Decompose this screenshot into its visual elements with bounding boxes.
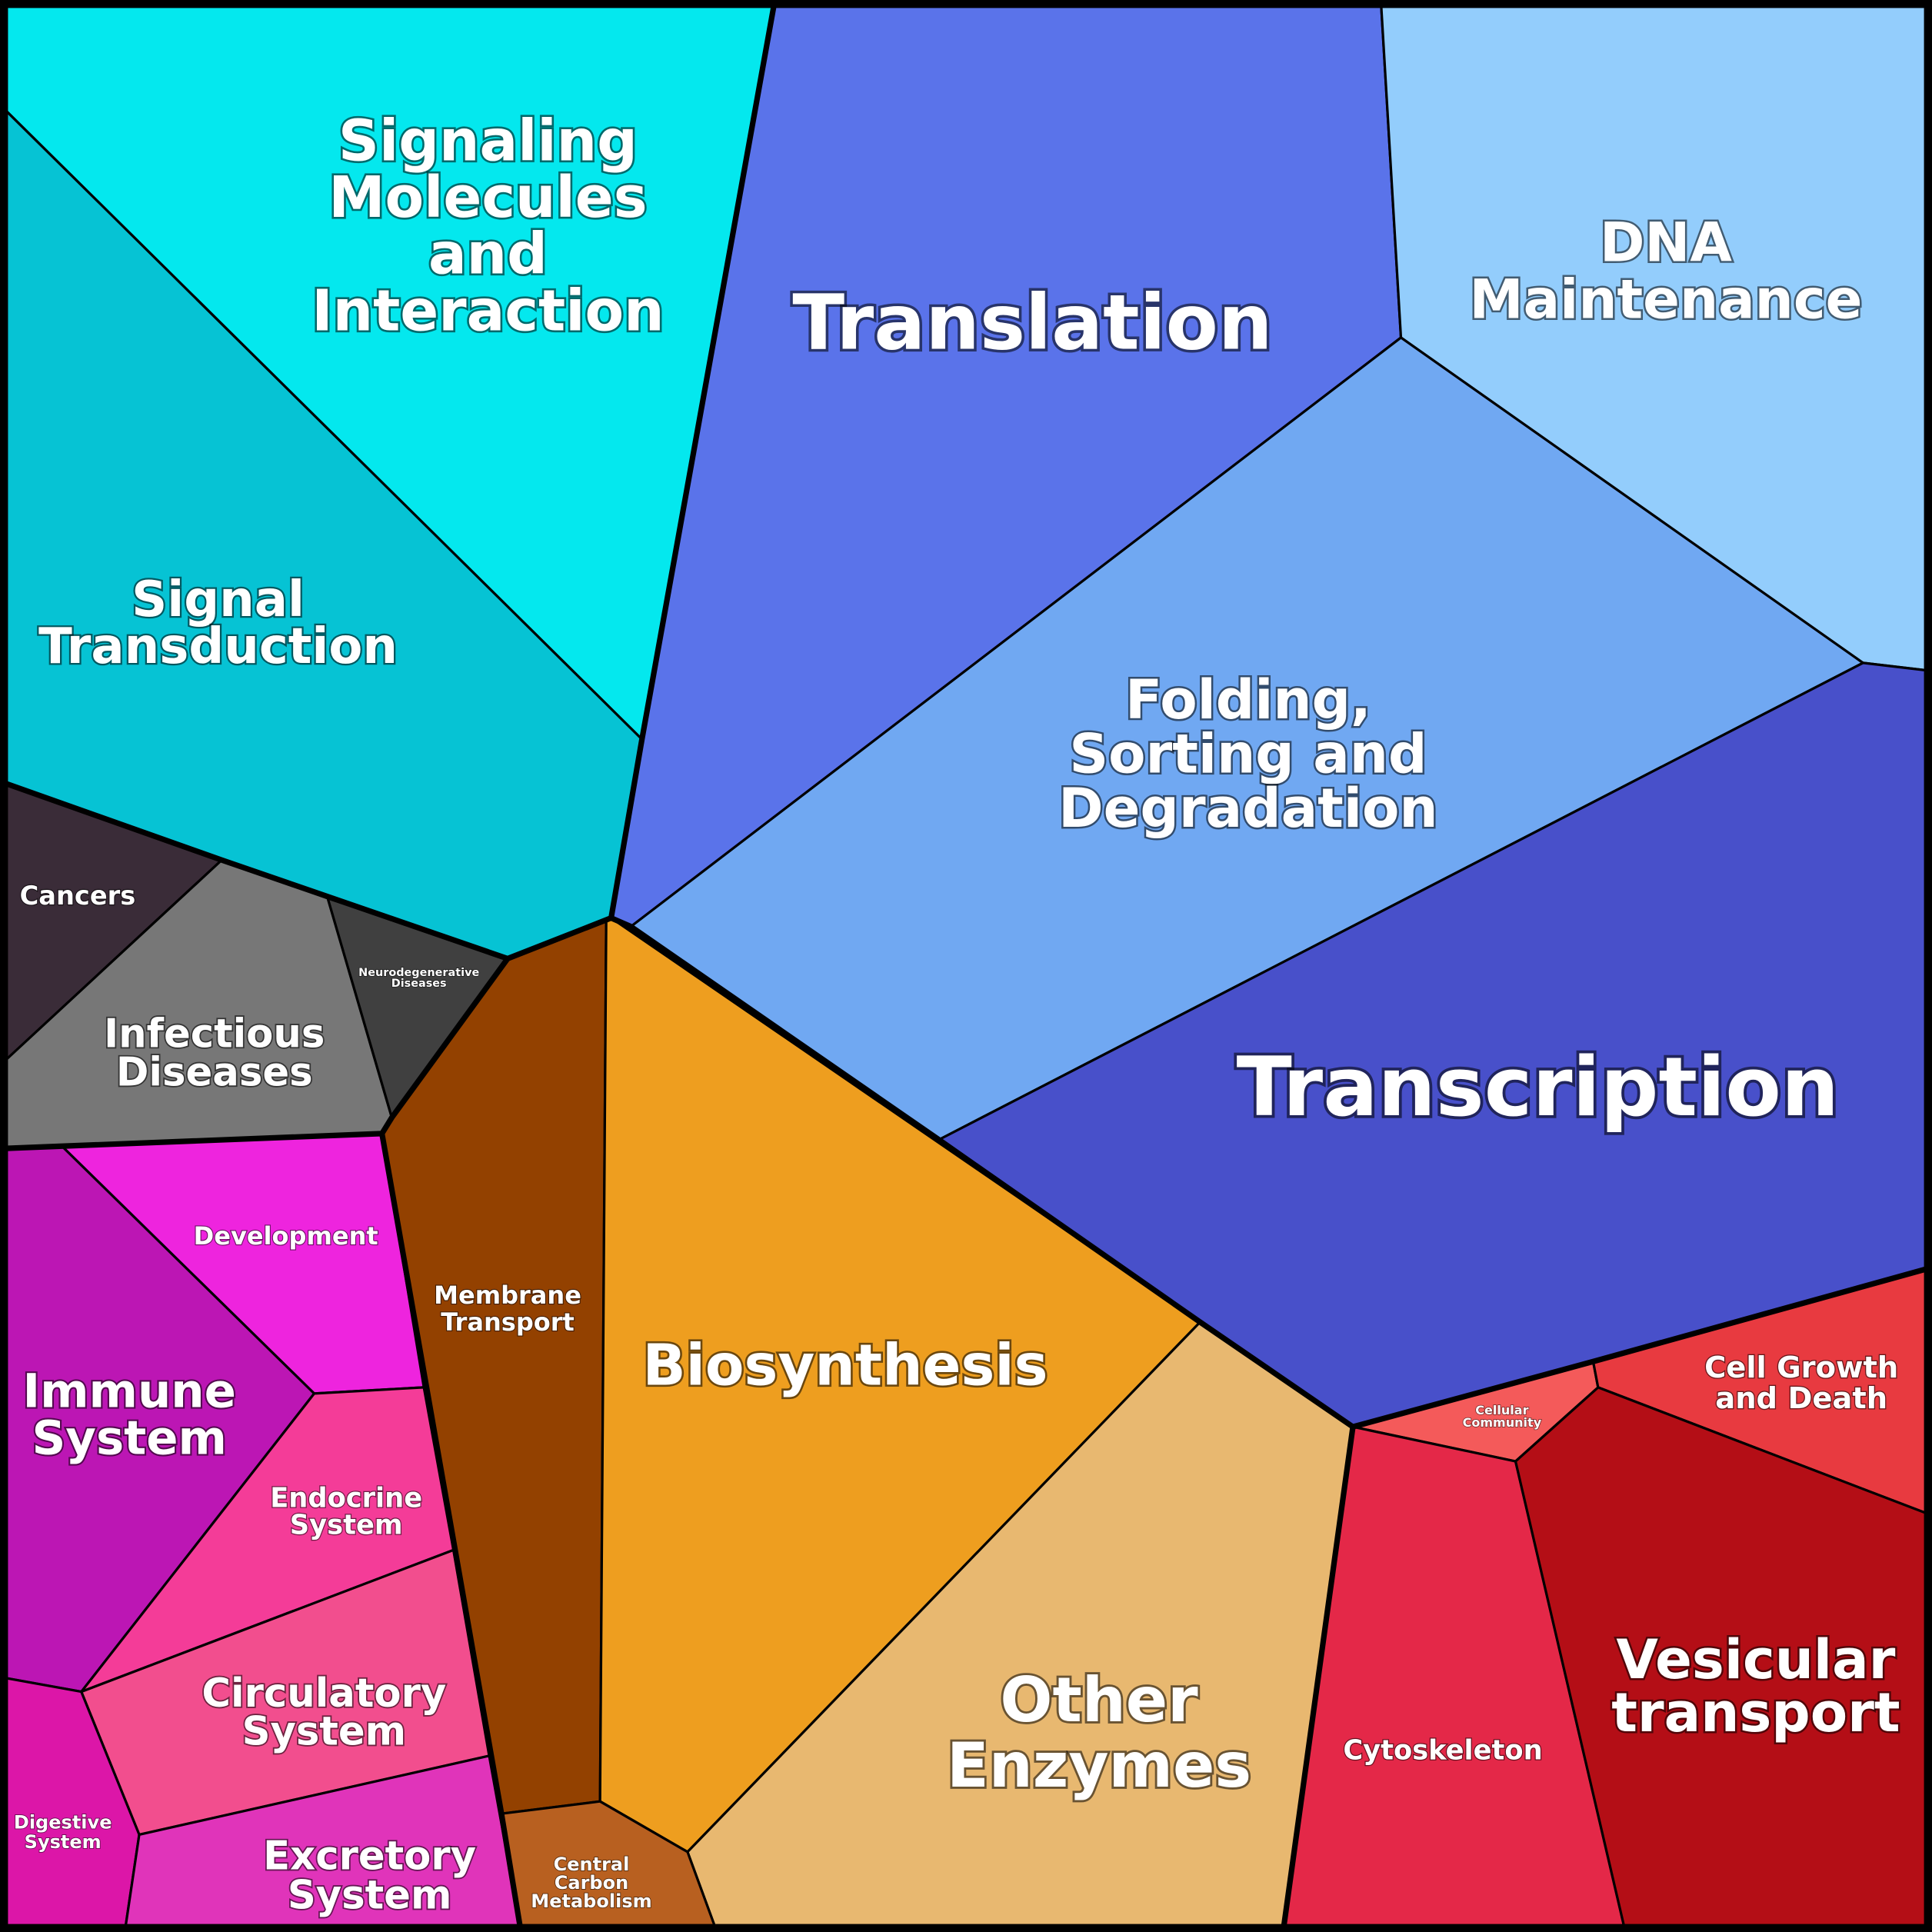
label-line: Metabolism [531, 1890, 651, 1912]
group-boundary-line [608, 914, 1929, 1430]
label-line: Immune [23, 1364, 236, 1419]
label-line: Diseases [391, 978, 447, 990]
label-line: Community [1463, 1415, 1542, 1430]
label-transcription: Transcription [1237, 1040, 1840, 1134]
label-development: Development [194, 1221, 378, 1251]
label-line: and [428, 222, 548, 288]
label-line: Degradation [1058, 777, 1437, 840]
group-boundary-line [379, 1131, 523, 1929]
group-boundary-line [1281, 1424, 1356, 1929]
label-line: System [242, 1708, 406, 1754]
label-line: System [32, 1411, 227, 1465]
label-line: Other [1000, 1664, 1198, 1736]
label-line: Excretory [263, 1833, 476, 1879]
label-line: Translation [792, 278, 1272, 367]
label-line: Diseases [116, 1049, 313, 1095]
label-line: Cancers [20, 881, 136, 911]
label-biosynthesis: Biosynthesis [642, 1334, 1048, 1399]
label-line: Enzymes [947, 1730, 1251, 1801]
label-line: transport [1611, 1681, 1900, 1744]
label-line: Molecules [328, 165, 647, 231]
label-line: Cellular [1475, 1403, 1528, 1417]
label-line: Central [554, 1854, 630, 1875]
label-line: Interaction [311, 278, 664, 344]
label-line: Transport [441, 1307, 575, 1337]
label-line: DNA [1600, 212, 1732, 275]
label-line: Biosynthesis [642, 1334, 1048, 1399]
label-cytoskeleton: Cytoskeleton [1343, 1735, 1542, 1767]
label-line: Development [194, 1221, 378, 1251]
label-line: Sorting and [1069, 722, 1427, 785]
label-line: System [288, 1873, 451, 1919]
label-line: System [25, 1831, 102, 1853]
label-line: and Death [1715, 1381, 1887, 1416]
group-boundary-line [3, 955, 511, 1151]
label-line: Signal [132, 571, 305, 628]
label-line: Vesicular [1616, 1628, 1895, 1691]
label-line: Maintenance [1469, 268, 1862, 331]
label-line: Carbon [555, 1872, 628, 1894]
cells-layer [5, 5, 1927, 1927]
label-line: Circulatory [202, 1671, 446, 1717]
group-boundary-line [3, 3, 777, 961]
label-line: Folding, [1125, 668, 1371, 731]
label-line: Neurodegenerative [358, 967, 479, 979]
label-line: System [290, 1510, 403, 1541]
label-cancers: Cancers [20, 881, 136, 911]
label-line: Membrane [434, 1281, 581, 1310]
group-boundaries [3, 3, 1929, 1929]
label-line: Endocrine [270, 1482, 422, 1514]
label-line: Infectious [104, 1011, 325, 1058]
label-translation: Translation [792, 278, 1272, 367]
label-line: Digestive [14, 1811, 112, 1833]
label-line: Signaling [338, 108, 638, 174]
label-line: Cytoskeleton [1343, 1735, 1542, 1767]
label-line: Transcription [1237, 1040, 1840, 1134]
label-line: Transduction [38, 618, 398, 675]
label-line: Cell Growth [1704, 1351, 1898, 1385]
